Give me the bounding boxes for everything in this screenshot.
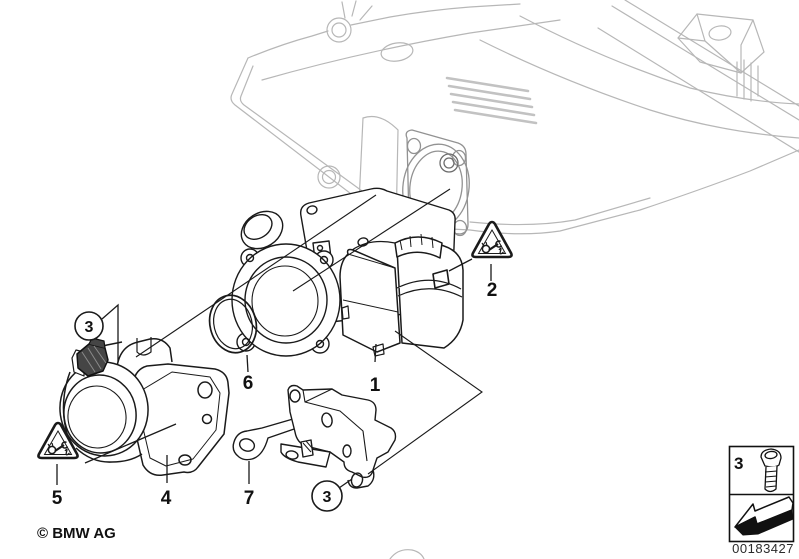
legend-box: 3 (728, 445, 795, 543)
leader-6 (246, 354, 249, 373)
leader-3a (101, 303, 119, 362)
circled-callout-3a-label: 3 (85, 319, 94, 336)
leader-5 (56, 423, 177, 485)
secondary-throttle-body (59, 337, 230, 477)
installation-direction-arrow-icon (734, 496, 794, 536)
callout-7[interactable]: 7 (244, 488, 255, 509)
assembly-lines (135, 188, 483, 475)
throttle-screw-dark (71, 337, 109, 377)
copyright-text: © BMW AG (37, 525, 116, 542)
document-number: 00183427 (732, 541, 794, 556)
circled-callout-3a[interactable]: 3 (74, 311, 104, 341)
legend-item-number: 3 (734, 454, 743, 473)
throttle-bore-flange (231, 210, 341, 357)
callout-1[interactable]: 1 (370, 375, 381, 396)
warning-triangle-2[interactable] (471, 220, 513, 259)
callouts (56, 258, 492, 489)
callout-4[interactable]: 4 (161, 488, 172, 509)
callout-5[interactable]: 5 (52, 488, 63, 509)
callout-2[interactable]: 2 (487, 280, 498, 301)
callout-6[interactable]: 6 (243, 373, 254, 394)
circled-callout-3b[interactable]: 3 (311, 480, 343, 512)
screw-icon (760, 448, 782, 493)
leader-2 (448, 258, 492, 281)
circled-callout-3b-label: 3 (323, 489, 332, 506)
leader-1 (374, 343, 377, 363)
manifold-bracket (677, 13, 765, 102)
throttle-actuator (339, 233, 464, 357)
support-bracket (232, 384, 397, 489)
leader-3b (338, 478, 353, 489)
intake-manifold-drawing (230, 0, 799, 559)
